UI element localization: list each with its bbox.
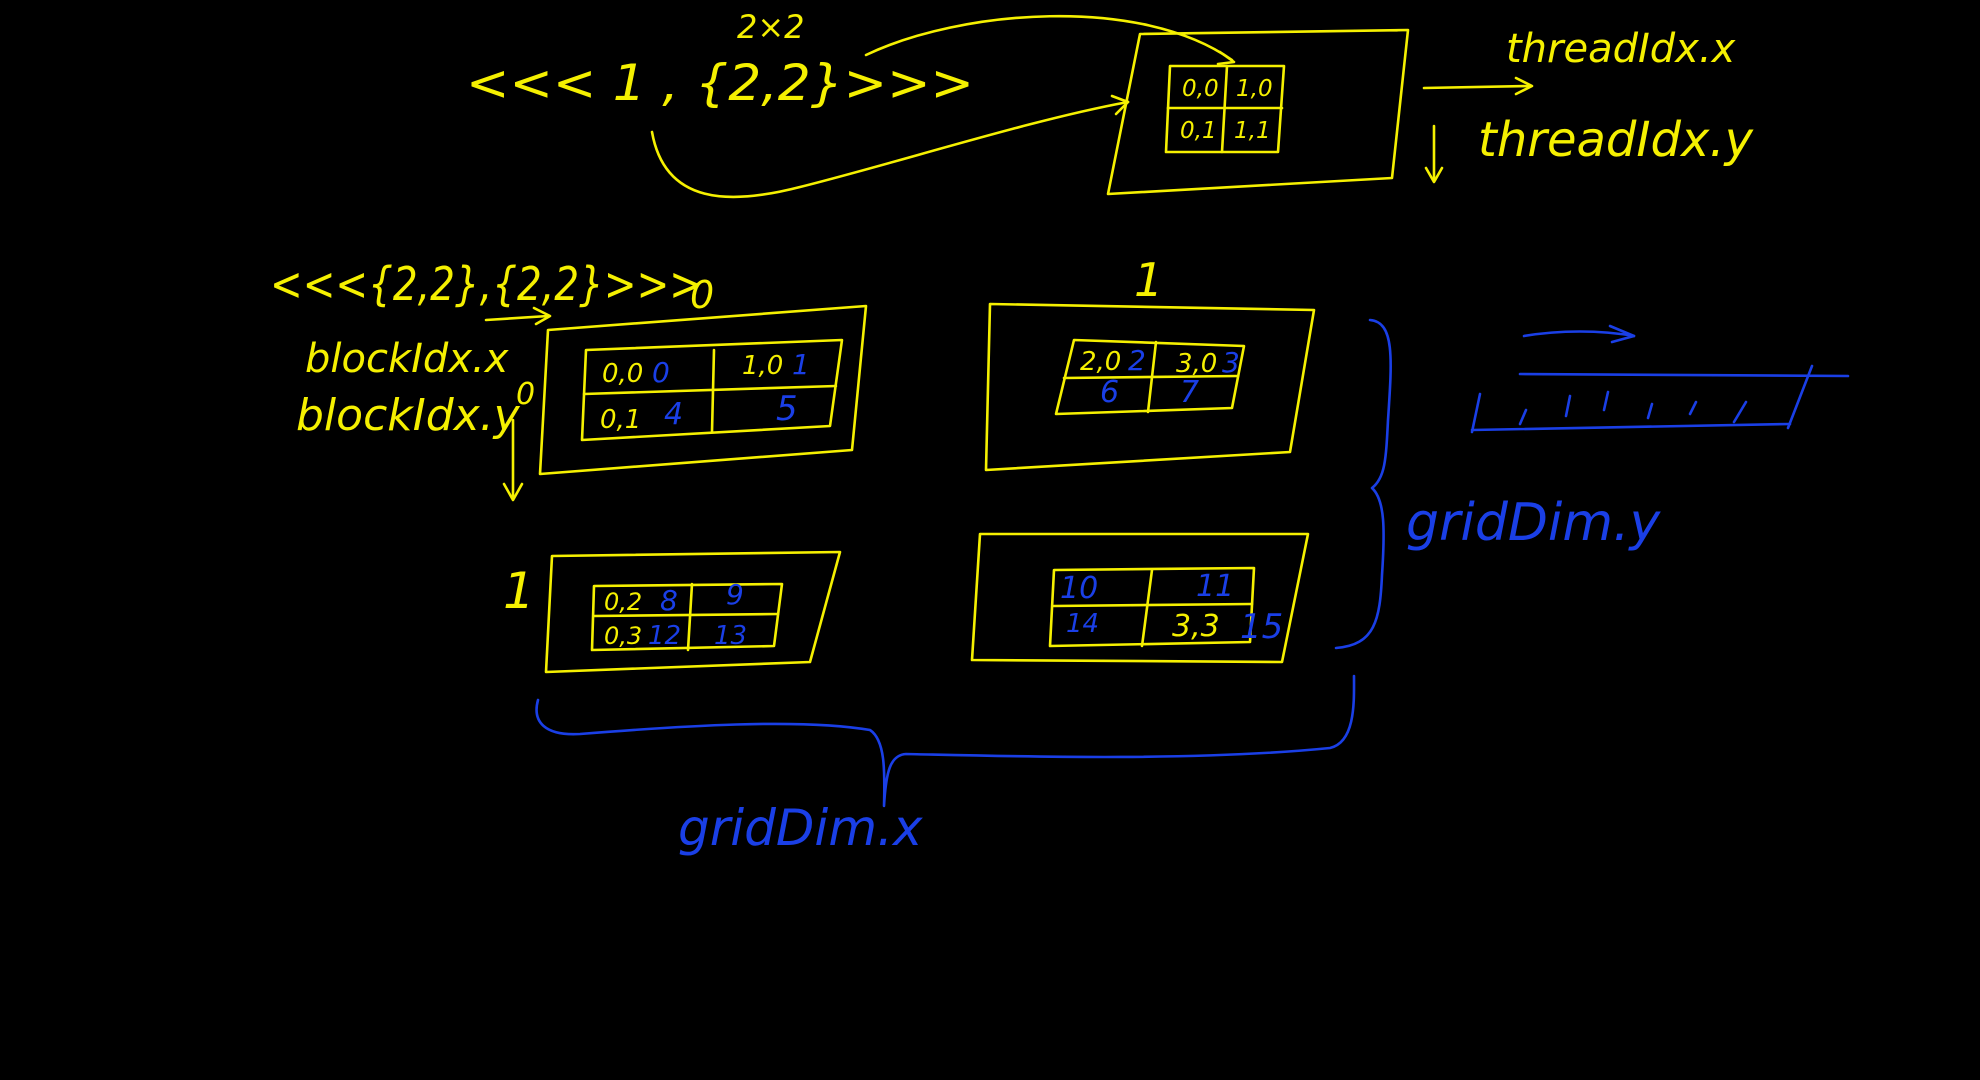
grid-block-1-0: 2,0 2 3,0 3 6 7 (984, 302, 1316, 472)
thread-coord-label: 0,0 (602, 359, 643, 389)
thread-coord-label: 3,0 (1176, 349, 1217, 379)
launch-to-block-arrows (650, 14, 1236, 199)
thread-global-index: 15 (1240, 607, 1283, 647)
thread-global-index: 13 (714, 621, 747, 651)
thread-cell-label: 1,0 (1236, 76, 1273, 102)
block-idx-y-label: blockIdx.y (296, 390, 521, 441)
block-idx-x-label: blockIdx.x (305, 336, 509, 382)
thread-coord-label: 0,2 (604, 588, 642, 616)
grid-dim-y-brace (1334, 318, 1392, 650)
grid-dim-x-brace (535, 674, 1356, 808)
thread-global-index: 12 (648, 621, 681, 651)
thread-global-index: 14 (1066, 609, 1099, 639)
thread-global-index: 2 (1128, 344, 1146, 377)
thread-global-index: 7 (1180, 375, 1199, 410)
block-axis-arrows (484, 306, 552, 502)
single-block-diagram: 0,0 1,0 0,1 1,1 (1106, 28, 1410, 196)
grid-row-label-0: 0 (516, 377, 535, 412)
thread-axis-arrows (1422, 76, 1534, 184)
thread-global-index: 5 (776, 389, 798, 429)
grid-block-0-1: 0,2 8 9 0,3 12 13 (544, 550, 842, 674)
linear-memory-sketch (1470, 324, 1850, 434)
thread-global-index: 9 (726, 578, 744, 611)
single-block-launch-config: <<< 1 , {2,2}>>> (466, 54, 974, 112)
thread-global-index: 4 (664, 397, 683, 432)
thread-coord-label: 3,3 (1172, 609, 1220, 644)
block-size-label: 2×2 (737, 8, 805, 46)
thread-coord-label: 0,1 (600, 405, 641, 435)
thread-cell-label: 0,1 (1180, 118, 1217, 144)
grid-column-label-1: 1 (1134, 253, 1163, 307)
thread-idx-y-label: threadIdx.y (1478, 112, 1754, 168)
grid-launch-config: <<<{2,2},{2,2}>>> (270, 257, 702, 311)
thread-coord-label: 1,0 (742, 351, 783, 381)
thread-cell-label: 0,0 (1182, 76, 1219, 102)
thread-global-index: 1 (792, 348, 810, 381)
thread-global-index: 8 (660, 584, 678, 617)
grid-dim-x-label: gridDim.x (678, 799, 923, 857)
thread-global-index: 6 (1100, 375, 1119, 410)
grid-block-1-1: 10 11 14 3,3 15 (970, 532, 1310, 664)
thread-cell-label: 1,1 (1234, 118, 1271, 144)
grid-block-0-0: 0,0 0 1,0 1 0,1 4 5 (538, 304, 868, 476)
thread-coord-label: 2,0 (1080, 347, 1121, 377)
grid-column-label-0: 0 (690, 273, 714, 317)
thread-global-index: 10 (1060, 571, 1098, 606)
thread-coord-label: 0,3 (604, 622, 642, 650)
thread-global-index: 0 (652, 356, 670, 389)
grid-dim-y-label: gridDim.y (1406, 493, 1662, 553)
thread-global-index: 11 (1196, 569, 1234, 604)
thread-idx-x-label: threadIdx.x (1506, 26, 1736, 72)
thread-global-index: 3 (1222, 346, 1240, 379)
grid-row-label-1: 1 (503, 562, 535, 620)
